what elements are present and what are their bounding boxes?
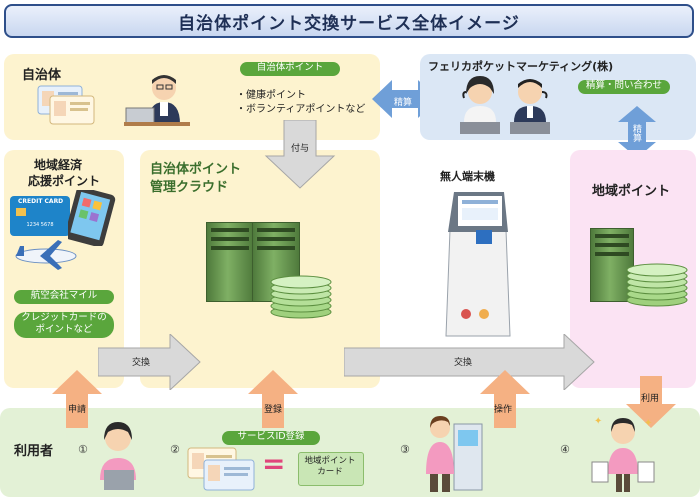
seisan-vertical-double-arrow (618, 106, 656, 158)
step-4-number: ④ (560, 443, 570, 456)
municipality-bullet-health: ・健康ポイント (236, 90, 306, 101)
users-label: 利用者 (14, 444, 54, 459)
step-2-number: ② (170, 443, 180, 456)
smartphone-illustration (68, 190, 116, 246)
municipality-bullet-volunteer: ・ボランティアポイントなど (236, 104, 366, 115)
shinsei-label: 申請 (68, 405, 87, 415)
koukan-label-2: 交換 (454, 358, 473, 368)
svg-text:✦: ✦ (594, 416, 602, 427)
svg-text:✦: ✦ (644, 418, 652, 429)
user-laptop-illustration (100, 422, 136, 490)
regional-server (590, 228, 634, 302)
cloud-disk-stack (270, 275, 332, 319)
cloud-server-left (206, 222, 254, 302)
touroku-up-arrow (248, 370, 298, 428)
regional-support-title-2: 応援ポイント (28, 174, 101, 188)
riyou-down-arrow (626, 376, 676, 428)
seisan-label-right: 精算 (631, 124, 641, 142)
sousa-label: 操作 (494, 405, 513, 415)
kiosk-label: 無人端末機 (440, 170, 495, 183)
airplane-illustration (15, 240, 77, 270)
equals-sign: = (262, 447, 286, 480)
riyou-label: 利用 (641, 394, 660, 404)
step-3-number: ③ (400, 443, 410, 456)
credit-card-points-pill: クレジットカードの ポイントなど (14, 312, 114, 338)
sousa-up-arrow (480, 370, 530, 428)
cloud-title-1: 自治体ポイント (150, 162, 242, 177)
service-id-pill: サービスID登録 (222, 431, 320, 445)
municipality-point-pill: 自治体ポイント (240, 62, 340, 76)
fuyo-label: 付与 (291, 144, 310, 154)
municipality-label: 自治体 (22, 68, 62, 83)
fuyo-down-arrow (264, 120, 336, 189)
user-at-terminal-illustration (426, 416, 483, 492)
koukan-label-1: 交換 (132, 358, 151, 368)
operator-woman-illustration (460, 76, 500, 134)
step-1-number: ① (78, 443, 88, 456)
regional-disk-stack (626, 263, 688, 307)
regional-point-card (298, 452, 364, 486)
koukan-arrow-2 (344, 334, 595, 390)
airline-miles-pill: 航空会社マイル (14, 290, 114, 304)
koukan-arrow-1 (98, 334, 201, 390)
seisan-label-left: 精算 (394, 98, 413, 108)
credit-card-illustration: 1234 5678 (10, 196, 70, 236)
touroku-label: 登録 (264, 405, 283, 415)
id-cards-illustration (37, 85, 95, 125)
cloud-title-2: 管理クラウド (150, 180, 229, 195)
shinsei-up-arrow (52, 370, 102, 428)
id-cards-registration-illustration (187, 447, 255, 491)
page-title: 自治体ポイント交換サービス全体イメージ (4, 4, 694, 38)
regional-support-title-1: 地域経済 (34, 158, 83, 172)
felica-settlement-pill: 精算・問い合わせ (578, 80, 670, 94)
svg-text:1234 5678: 1234 5678 (26, 222, 53, 228)
regional-point-card-label: 地域ポイント カード (304, 456, 356, 478)
regional-point-label: 地域ポイント (592, 184, 671, 199)
kiosk-illustration (445, 192, 511, 337)
operator-man-illustration (510, 79, 550, 134)
felica-label: フェリカポケットマーケティング(株) (428, 60, 614, 73)
user-shopping-illustration: ✦ ✦ (591, 416, 655, 492)
clerk-at-laptop-illustration (124, 75, 190, 126)
credit-card-text: CREDIT CARD (18, 198, 64, 205)
